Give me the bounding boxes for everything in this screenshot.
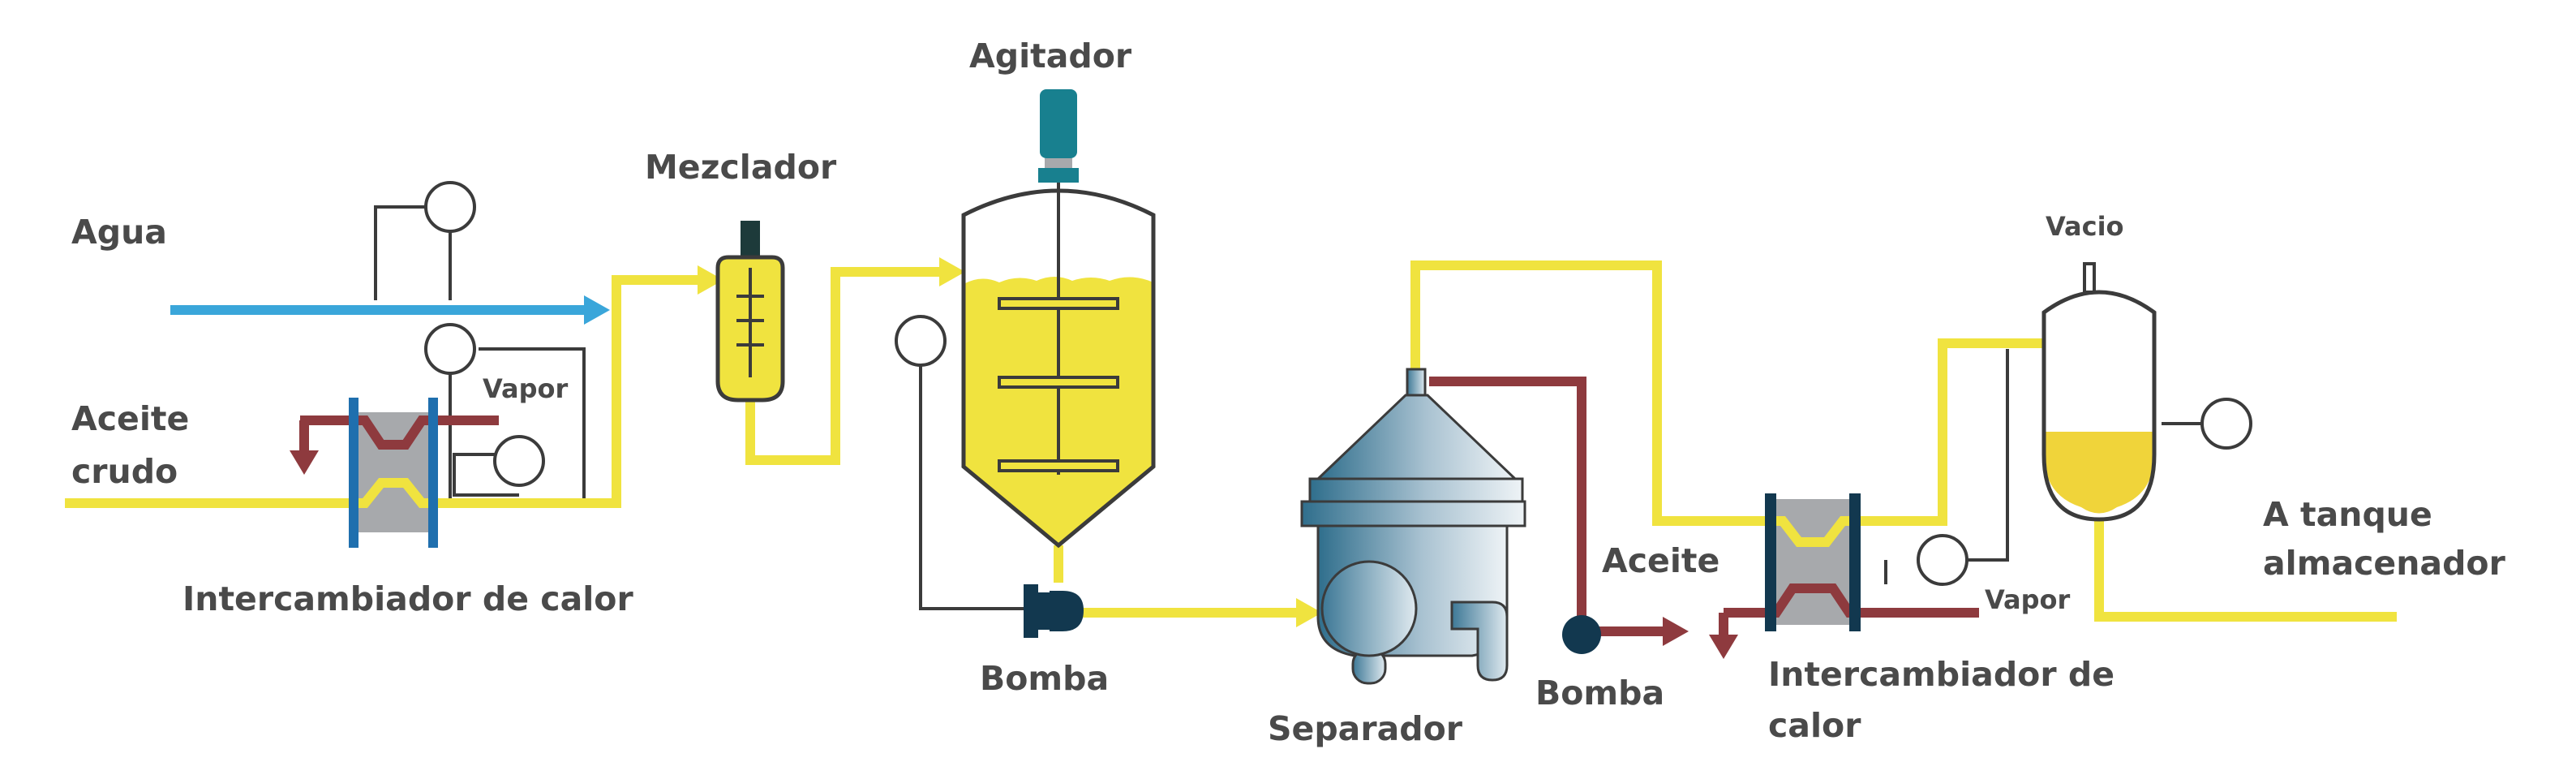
separator — [1300, 368, 1526, 685]
label-vapor-2: Vapor — [1985, 584, 2071, 615]
label-intercambiador-2b: calor — [1768, 706, 1861, 745]
mixer — [715, 221, 785, 403]
pump-outlet-arrow — [1296, 598, 1322, 627]
signal-lines — [374, 205, 2226, 610]
label-tanque-2: almacenador — [2263, 544, 2506, 583]
label-agua: Agua — [71, 213, 167, 252]
label-aceite-crudo-1: Aceite — [71, 399, 189, 438]
labels: Agua Aceite crudo Vapor Intercambiador d… — [71, 37, 2506, 748]
mixer-outlet-line — [745, 267, 942, 465]
heat-exchanger-1 — [290, 398, 499, 548]
label-aceite: Aceite — [1602, 541, 1719, 580]
instrument-reactor — [895, 315, 947, 367]
reactor — [961, 89, 1156, 549]
heat-exchanger-2 — [1709, 493, 1979, 659]
label-bomba-1: Bomba — [980, 659, 1109, 698]
separator-heavy-arrow — [1663, 617, 1689, 646]
instrument-water — [424, 181, 476, 233]
instrument-tank — [2200, 398, 2252, 450]
instrument-steam-2 — [1917, 534, 1968, 586]
label-vacio: Vacio — [2046, 211, 2124, 242]
label-vapor-1: Vapor — [483, 373, 569, 404]
instrument-steam-1 — [424, 323, 476, 375]
storage-line — [2094, 519, 2397, 622]
mixer-outlet-arrow — [939, 257, 965, 286]
instruments — [424, 181, 2252, 586]
label-tanque-1: A tanque — [2263, 495, 2432, 534]
pump-1 — [1024, 584, 1084, 638]
water-line — [170, 295, 610, 325]
label-mezclador: Mezclador — [645, 148, 837, 187]
crude-oil-arrow — [698, 265, 723, 295]
label-agitador: Agitador — [969, 37, 1132, 75]
label-intercambiador-1: Intercambiador de calor — [182, 579, 633, 618]
instrument-oil-1 — [493, 435, 545, 487]
vacuum-tank — [2041, 262, 2157, 522]
separator-heavy-line — [1429, 377, 1667, 636]
label-aceite-crudo-2: crudo — [71, 452, 178, 491]
label-intercambiador-2a: Intercambiador de — [1768, 655, 2114, 694]
pump-2 — [1562, 615, 1601, 654]
crude-oil-line — [65, 275, 706, 508]
label-separador: Separador — [1268, 709, 1463, 748]
label-bomba-2: Bomba — [1535, 674, 1664, 713]
